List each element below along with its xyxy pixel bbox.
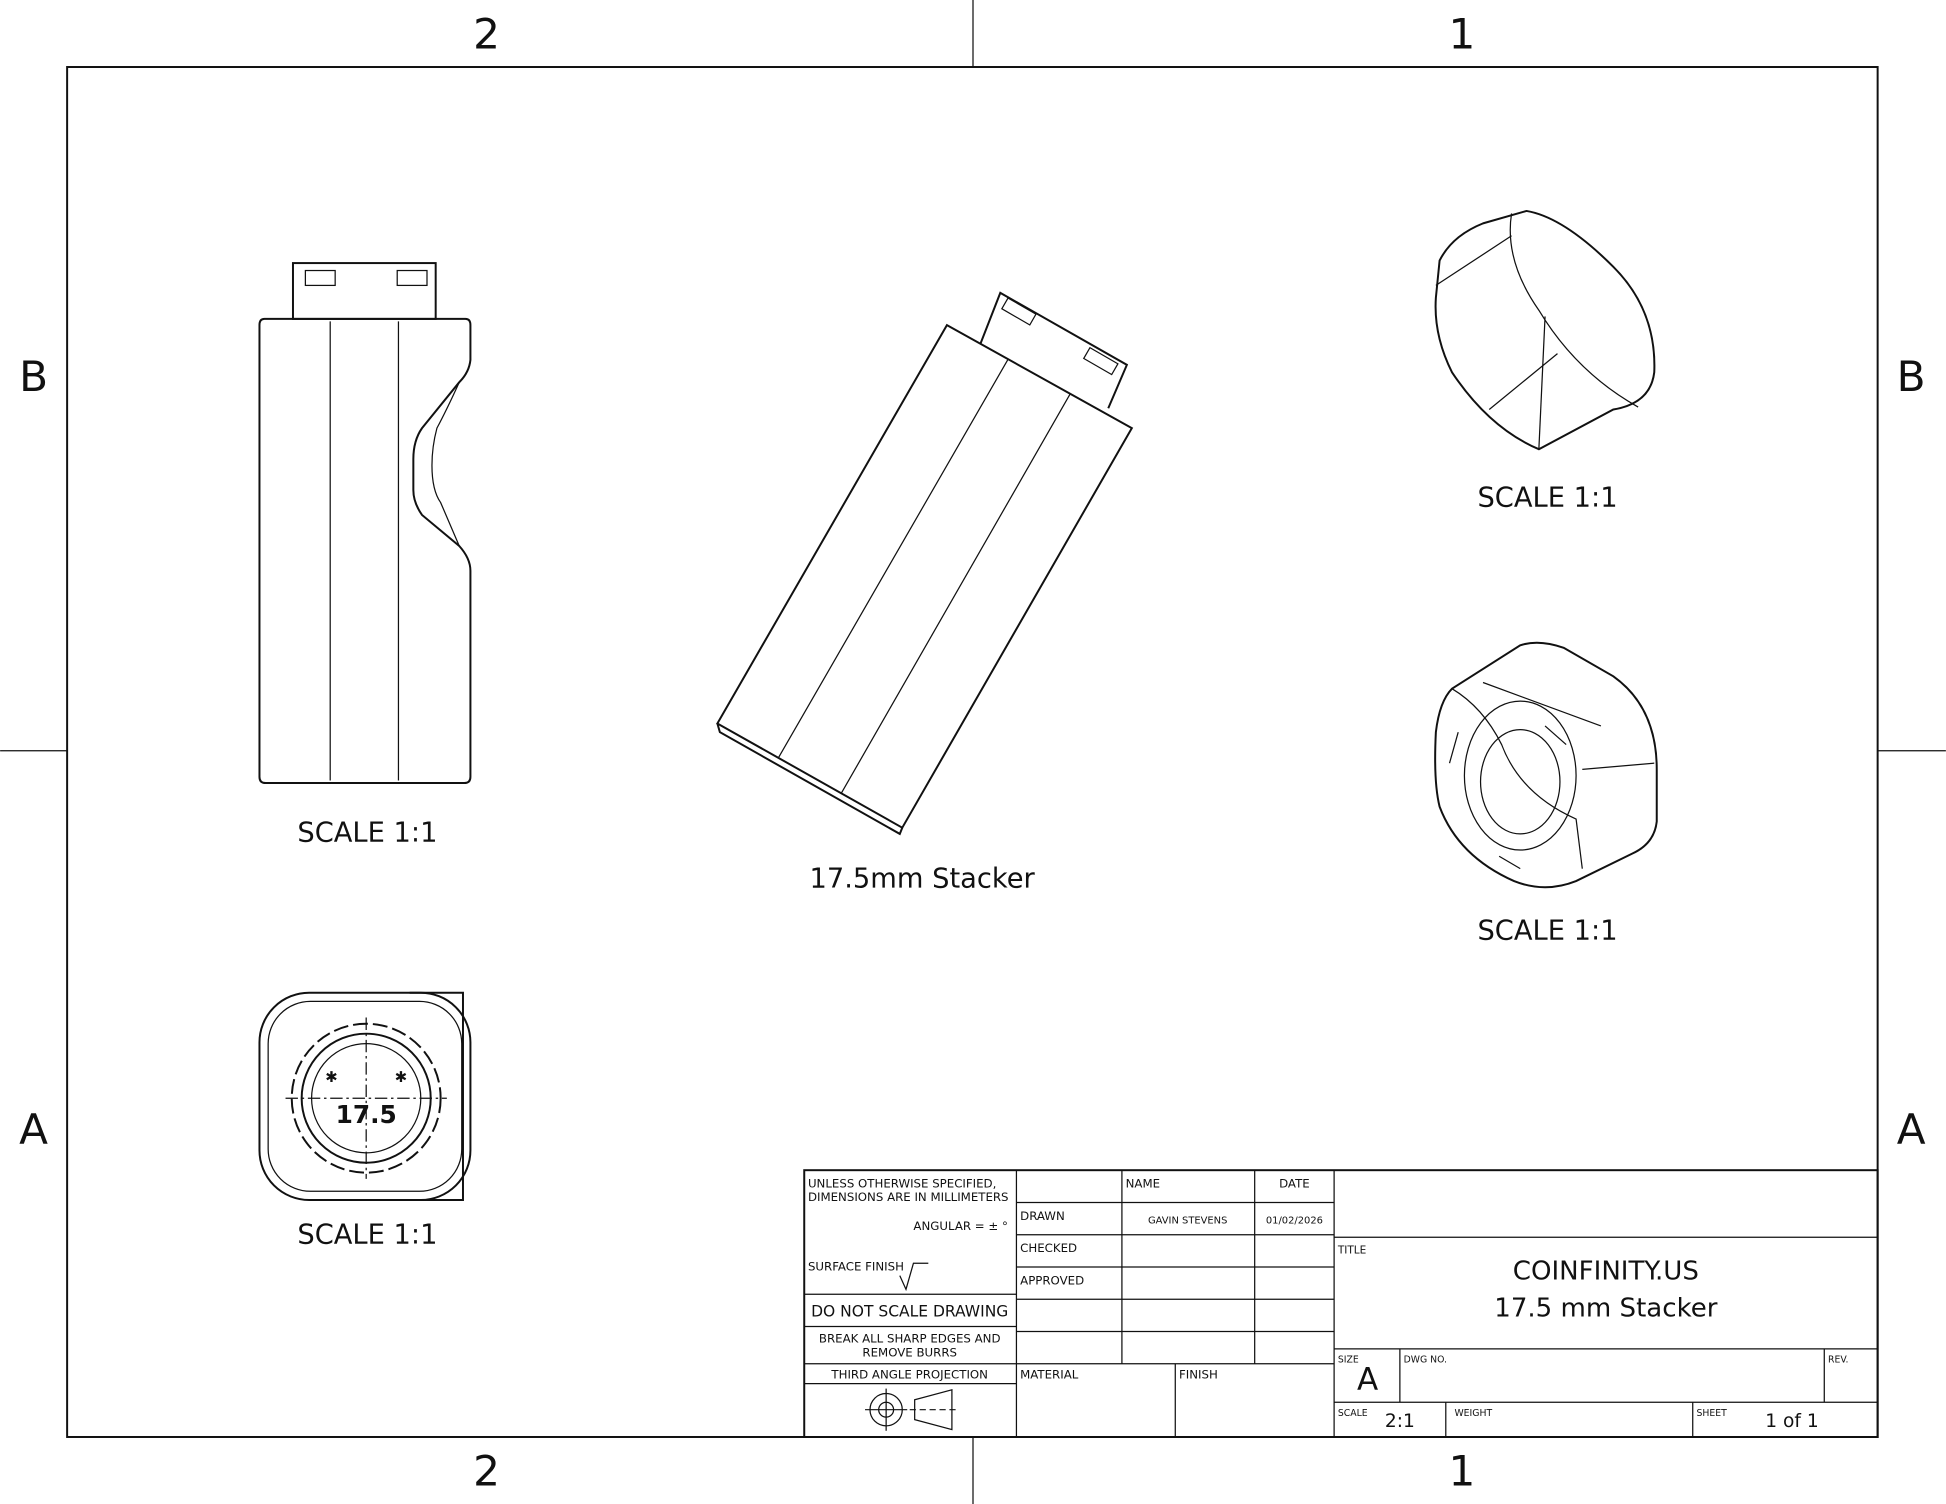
dwg-no-label: DWG NO. xyxy=(1404,1355,1447,1366)
title-label: TITLE xyxy=(1337,1244,1366,1256)
bottom-view-marking: 17.5 xyxy=(336,1100,397,1129)
cap-top-view xyxy=(1434,209,1656,451)
drawn-label: DRAWN xyxy=(1020,1209,1065,1223)
third-angle-projection-icon xyxy=(865,1388,957,1431)
title-block xyxy=(803,1169,1879,1438)
size-label: SIZE xyxy=(1338,1355,1359,1366)
drawn-date: 01/02/2026 xyxy=(1266,1216,1323,1227)
note-units: DIMENSIONS ARE IN MILLIMETERS xyxy=(808,1190,1009,1204)
date-header: DATE xyxy=(1279,1177,1310,1191)
zone-label-right-a: A xyxy=(1897,1105,1926,1154)
scale-value: 2:1 xyxy=(1385,1411,1415,1432)
note-break-edges-1: BREAK ALL SHARP EDGES AND xyxy=(819,1332,1001,1346)
front-view-label: SCALE 1:1 xyxy=(297,817,437,848)
size-value: A xyxy=(1357,1362,1378,1398)
note-surface-finish: SURFACE FINISH xyxy=(808,1260,904,1274)
title-line-2: 17.5 mm Stacker xyxy=(1494,1294,1718,1324)
weight-label: WEIGHT xyxy=(1454,1408,1492,1419)
front-view xyxy=(258,262,472,785)
zone-label-top-1: 1 xyxy=(1449,9,1476,58)
note-projection: THIRD ANGLE PROJECTION xyxy=(830,1368,988,1382)
rev-label: REV. xyxy=(1828,1355,1848,1366)
zone-label-bottom-2: 2 xyxy=(473,1446,500,1495)
note-break-edges-2: REMOVE BURRS xyxy=(862,1345,957,1359)
material-label: MATERIAL xyxy=(1020,1368,1079,1382)
bottom-view-label: SCALE 1:1 xyxy=(297,1219,437,1250)
title-line-1: COINFINITY.US xyxy=(1513,1256,1699,1286)
name-header: NAME xyxy=(1126,1177,1160,1191)
svg-text:✱: ✱ xyxy=(325,1068,337,1086)
finish-label: FINISH xyxy=(1179,1368,1218,1382)
sheet-value: 1 of 1 xyxy=(1765,1411,1818,1432)
cap-top-view-label: SCALE 1:1 xyxy=(1477,482,1617,513)
isometric-view xyxy=(716,291,1134,836)
zone-label-top-2: 2 xyxy=(473,9,500,58)
approved-label: APPROVED xyxy=(1020,1273,1084,1287)
checked-label: CHECKED xyxy=(1020,1241,1077,1255)
zone-label-bottom-1: 1 xyxy=(1449,1446,1476,1495)
isometric-view-label: 17.5mm Stacker xyxy=(809,863,1035,894)
scale-label: SCALE xyxy=(1338,1408,1368,1419)
drawn-name: GAVIN STEVENS xyxy=(1148,1216,1227,1227)
svg-text:✱: ✱ xyxy=(395,1068,407,1086)
zone-label-left-b: B xyxy=(19,352,48,401)
sheet-label: SHEET xyxy=(1696,1408,1727,1419)
note-angular: ANGULAR = ± ° xyxy=(913,1219,1007,1233)
note-unless: UNLESS OTHERWISE SPECIFIED, xyxy=(808,1177,996,1191)
zone-label-left-a: A xyxy=(19,1105,48,1154)
bottom-view: ✱ ✱ xyxy=(258,991,472,1201)
cap-bottom-view xyxy=(1434,641,1658,889)
zone-label-right-b: B xyxy=(1897,352,1926,401)
note-do-not-scale: DO NOT SCALE DRAWING xyxy=(811,1303,1008,1321)
cap-bottom-view-label: SCALE 1:1 xyxy=(1477,915,1617,946)
